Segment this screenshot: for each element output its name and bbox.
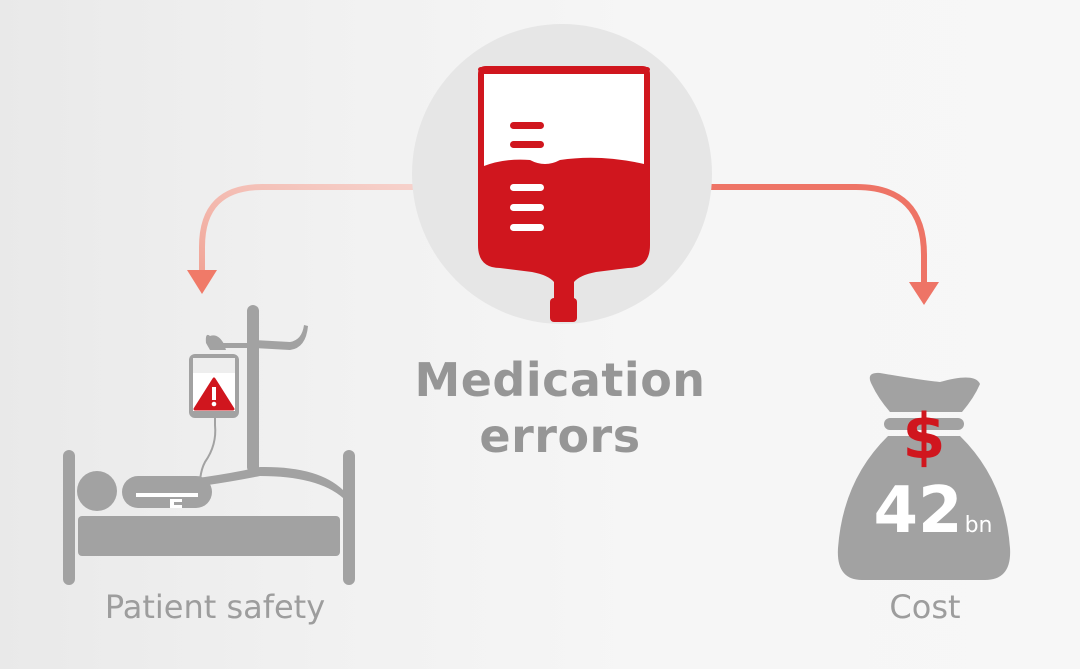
- arrow-to-patient-safety-icon: [187, 184, 420, 294]
- title-line-2: errors: [479, 409, 641, 463]
- patient-icon: [77, 471, 212, 511]
- hospital-bed-icon: [63, 450, 355, 585]
- page-title: Medication errors: [390, 352, 730, 464]
- title-line-1: Medication: [414, 353, 706, 407]
- cost-label: Cost: [889, 588, 961, 626]
- svg-text:$: $: [902, 400, 945, 473]
- patient-safety-label: Patient safety: [104, 588, 326, 626]
- cost-amount-value: 42: [873, 474, 963, 548]
- iv-blood-bag-icon: [478, 66, 650, 322]
- cost-amount: 42bn: [858, 476, 1008, 561]
- warning-triangle-icon: [193, 377, 235, 411]
- arrow-to-cost-icon: [708, 184, 939, 305]
- cost-amount-unit: bn: [964, 513, 993, 538]
- dollar-sign-icon: $: [902, 400, 945, 473]
- money-bag-icon: [837, 372, 1011, 580]
